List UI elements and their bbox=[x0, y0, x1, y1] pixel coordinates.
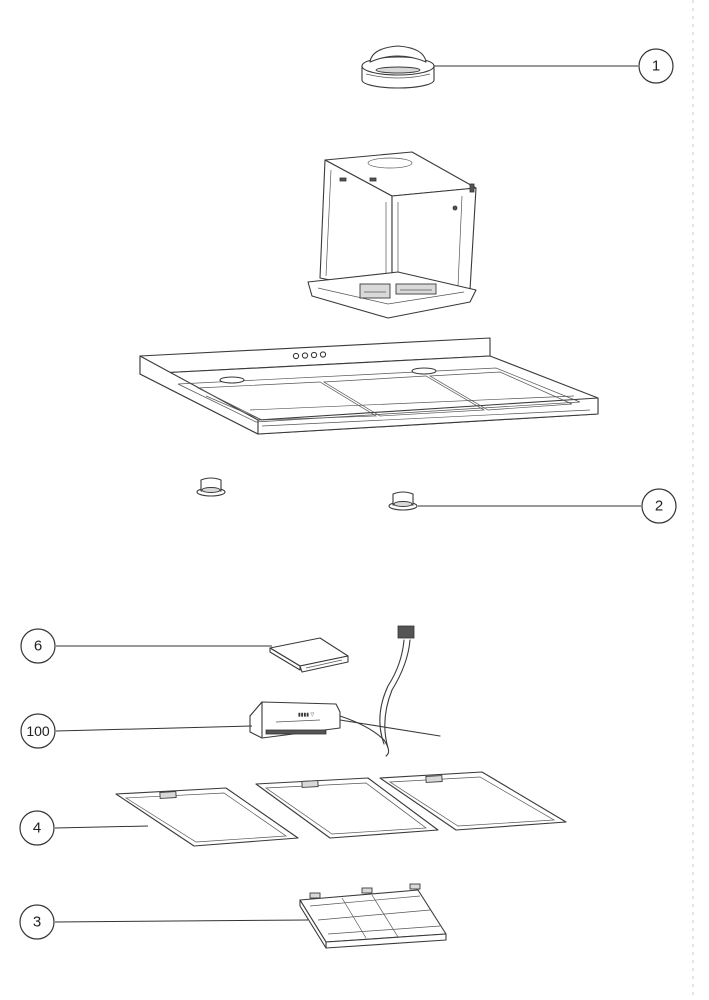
exhaust-collar-part bbox=[361, 45, 435, 89]
callout-3: 3 bbox=[19, 904, 55, 940]
callout-1: 1 bbox=[638, 48, 674, 84]
grease-filter-left bbox=[115, 787, 299, 847]
callout-3-label: 3 bbox=[33, 914, 41, 931]
motor-housing-part bbox=[307, 151, 477, 319]
leader-line-3 bbox=[54, 919, 309, 923]
control-box-part: ▮▮▮▮ ▽ bbox=[249, 625, 441, 757]
halogen-lamp-right bbox=[388, 491, 418, 511]
bracket-plate-part bbox=[269, 637, 349, 673]
callout-100: 100 bbox=[20, 713, 56, 749]
grease-filter-middle bbox=[255, 777, 439, 839]
halogen-lamp-left bbox=[196, 477, 226, 497]
hood-canopy-part bbox=[139, 337, 599, 435]
callout-4: 4 bbox=[19, 810, 55, 846]
callout-1-label: 1 bbox=[652, 58, 660, 75]
svg-text:▮▮▮▮ ▽: ▮▮▮▮ ▽ bbox=[298, 712, 314, 718]
callout-100-label: 100 bbox=[26, 723, 50, 739]
callout-6-label: 6 bbox=[34, 638, 42, 655]
callout-4-label: 4 bbox=[33, 820, 41, 837]
leader-line-100 bbox=[55, 725, 253, 732]
grease-filter-right bbox=[379, 771, 567, 831]
callout-2-label: 2 bbox=[655, 498, 663, 515]
callout-6: 6 bbox=[20, 628, 56, 664]
callout-2: 2 bbox=[641, 488, 677, 524]
carbon-filter-part bbox=[299, 883, 447, 949]
leader-line-4 bbox=[54, 825, 149, 829]
